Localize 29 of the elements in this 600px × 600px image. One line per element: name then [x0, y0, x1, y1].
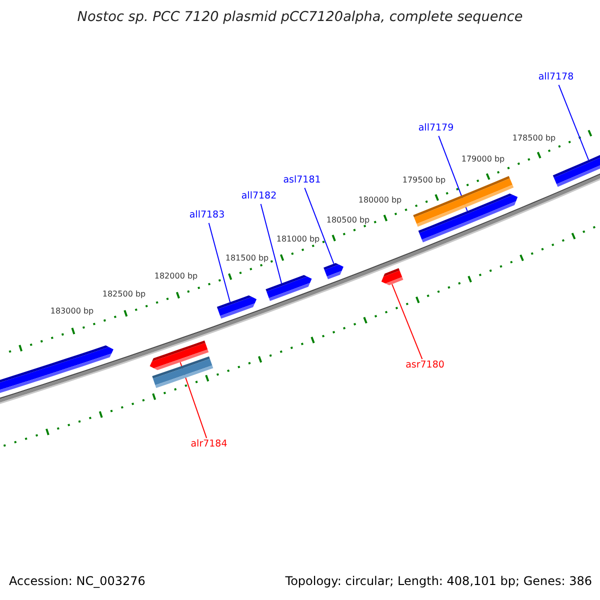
tick-label: 179500 bp [402, 175, 446, 185]
tick-label: 181000 bp [276, 234, 320, 244]
gene-block [418, 194, 518, 242]
tick-label: 180500 bp [326, 215, 370, 225]
footer-text: Topology: circular; Length: 408,101 bp; Genes: 386 [285, 575, 592, 589]
tick-label: 179000 bp [461, 154, 505, 164]
gene-block [216, 295, 257, 319]
gene-block [381, 268, 404, 286]
leader-line [558, 84, 590, 160]
gene-block [552, 155, 600, 187]
footer-text: Accession: NC_003276 [9, 575, 146, 589]
map-title: Nostoc sp. PCC 7120 plasmid pCC7120alpha, complete sequence [77, 10, 523, 26]
leader-line [392, 284, 423, 360]
gene-block [266, 275, 312, 301]
gene-block [150, 340, 209, 370]
gene-label: all7182 [241, 192, 277, 202]
leader-line [304, 187, 334, 264]
gene-label: asr7180 [406, 360, 444, 372]
feature-bar [152, 356, 214, 388]
gene-label: all7183 [189, 210, 225, 222]
gene-label: all7179 [418, 124, 454, 134]
gene-block [324, 263, 344, 280]
gene-label: asl7181 [283, 176, 321, 186]
tick-label: 182500 bp [102, 289, 146, 299]
leader-line [208, 222, 231, 303]
gene-block [0, 345, 114, 393]
tick-label: 180000 bp [358, 195, 402, 205]
gene-label: alr7184 [190, 440, 228, 450]
gene-label: all7178 [538, 72, 574, 84]
